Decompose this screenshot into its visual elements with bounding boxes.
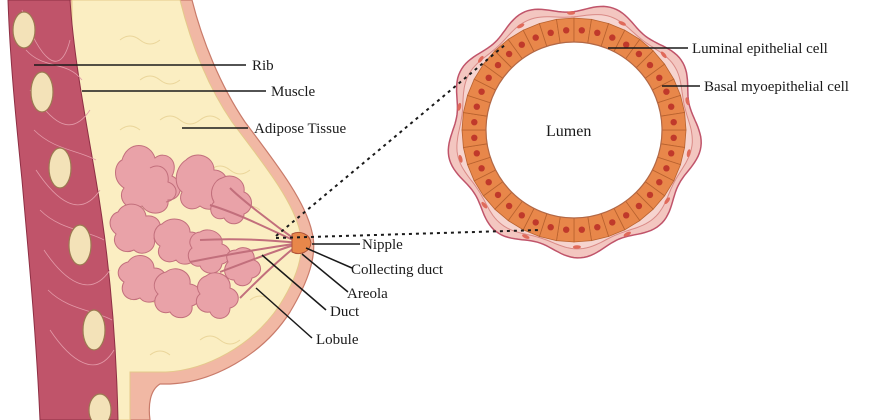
cell-nucleus bbox=[486, 179, 492, 185]
cell-nucleus bbox=[471, 119, 477, 125]
nipple-label: Nipple bbox=[362, 237, 403, 253]
rib-1 bbox=[13, 12, 35, 48]
cell-nucleus bbox=[519, 42, 525, 48]
cell-nucleus bbox=[519, 212, 525, 218]
rib-label: Rib bbox=[252, 58, 274, 74]
cell-nucleus bbox=[636, 203, 642, 209]
cell-nucleus bbox=[668, 150, 674, 156]
cell-nucleus bbox=[548, 30, 554, 36]
rib-3 bbox=[49, 148, 71, 188]
cell-nucleus bbox=[671, 135, 677, 141]
cell-nucleus bbox=[609, 219, 615, 225]
cell-nucleus bbox=[579, 227, 585, 233]
cell-nucleus bbox=[495, 192, 501, 198]
cell-nucleus bbox=[533, 219, 539, 225]
rib-5 bbox=[83, 310, 105, 350]
adipose-label: Adipose Tissue bbox=[254, 121, 346, 137]
cell-nucleus bbox=[636, 51, 642, 57]
rib-4 bbox=[69, 225, 91, 265]
cell-nucleus bbox=[656, 179, 662, 185]
cell-nucleus bbox=[474, 104, 480, 110]
cell-nucleus bbox=[548, 224, 554, 230]
cell-nucleus bbox=[663, 89, 669, 95]
luminal-label: Luminal epithelial cell bbox=[692, 41, 828, 57]
cell-nucleus bbox=[478, 165, 484, 171]
cell-nucleus bbox=[623, 212, 629, 218]
cell-nucleus bbox=[647, 62, 653, 68]
cell-nucleus bbox=[563, 27, 569, 33]
cell-nucleus bbox=[668, 104, 674, 110]
cell-nucleus bbox=[594, 30, 600, 36]
cell-nucleus bbox=[579, 27, 585, 33]
rib-6 bbox=[89, 394, 111, 420]
cell-nucleus bbox=[647, 192, 653, 198]
lumen-label: Lumen bbox=[546, 123, 591, 140]
cell-nucleus bbox=[594, 224, 600, 230]
cell-nucleus bbox=[506, 203, 512, 209]
cell-nucleus bbox=[563, 227, 569, 233]
cell-nucleus bbox=[663, 165, 669, 171]
rib-2 bbox=[31, 72, 53, 112]
collecting-duct-label: Collecting duct bbox=[351, 262, 444, 278]
lobule-label: Lobule bbox=[316, 332, 359, 348]
cell-nucleus bbox=[609, 34, 615, 40]
cell-nucleus bbox=[474, 150, 480, 156]
cell-nucleus bbox=[533, 34, 539, 40]
muscle-label: Muscle bbox=[271, 84, 316, 100]
cell-nucleus bbox=[495, 62, 501, 68]
cell-nucleus bbox=[506, 51, 512, 57]
cell-nucleus bbox=[671, 119, 677, 125]
cell-nucleus bbox=[656, 75, 662, 81]
duct-label: Duct bbox=[330, 304, 360, 320]
cell-nucleus bbox=[623, 42, 629, 48]
areola-label: Areola bbox=[347, 286, 388, 302]
cell-nucleus bbox=[486, 75, 492, 81]
cell-nucleus bbox=[471, 135, 477, 141]
cell-nucleus bbox=[478, 89, 484, 95]
duct-cross-section: Lumen bbox=[448, 6, 701, 258]
basal-label: Basal myoepithelial cell bbox=[704, 79, 849, 95]
